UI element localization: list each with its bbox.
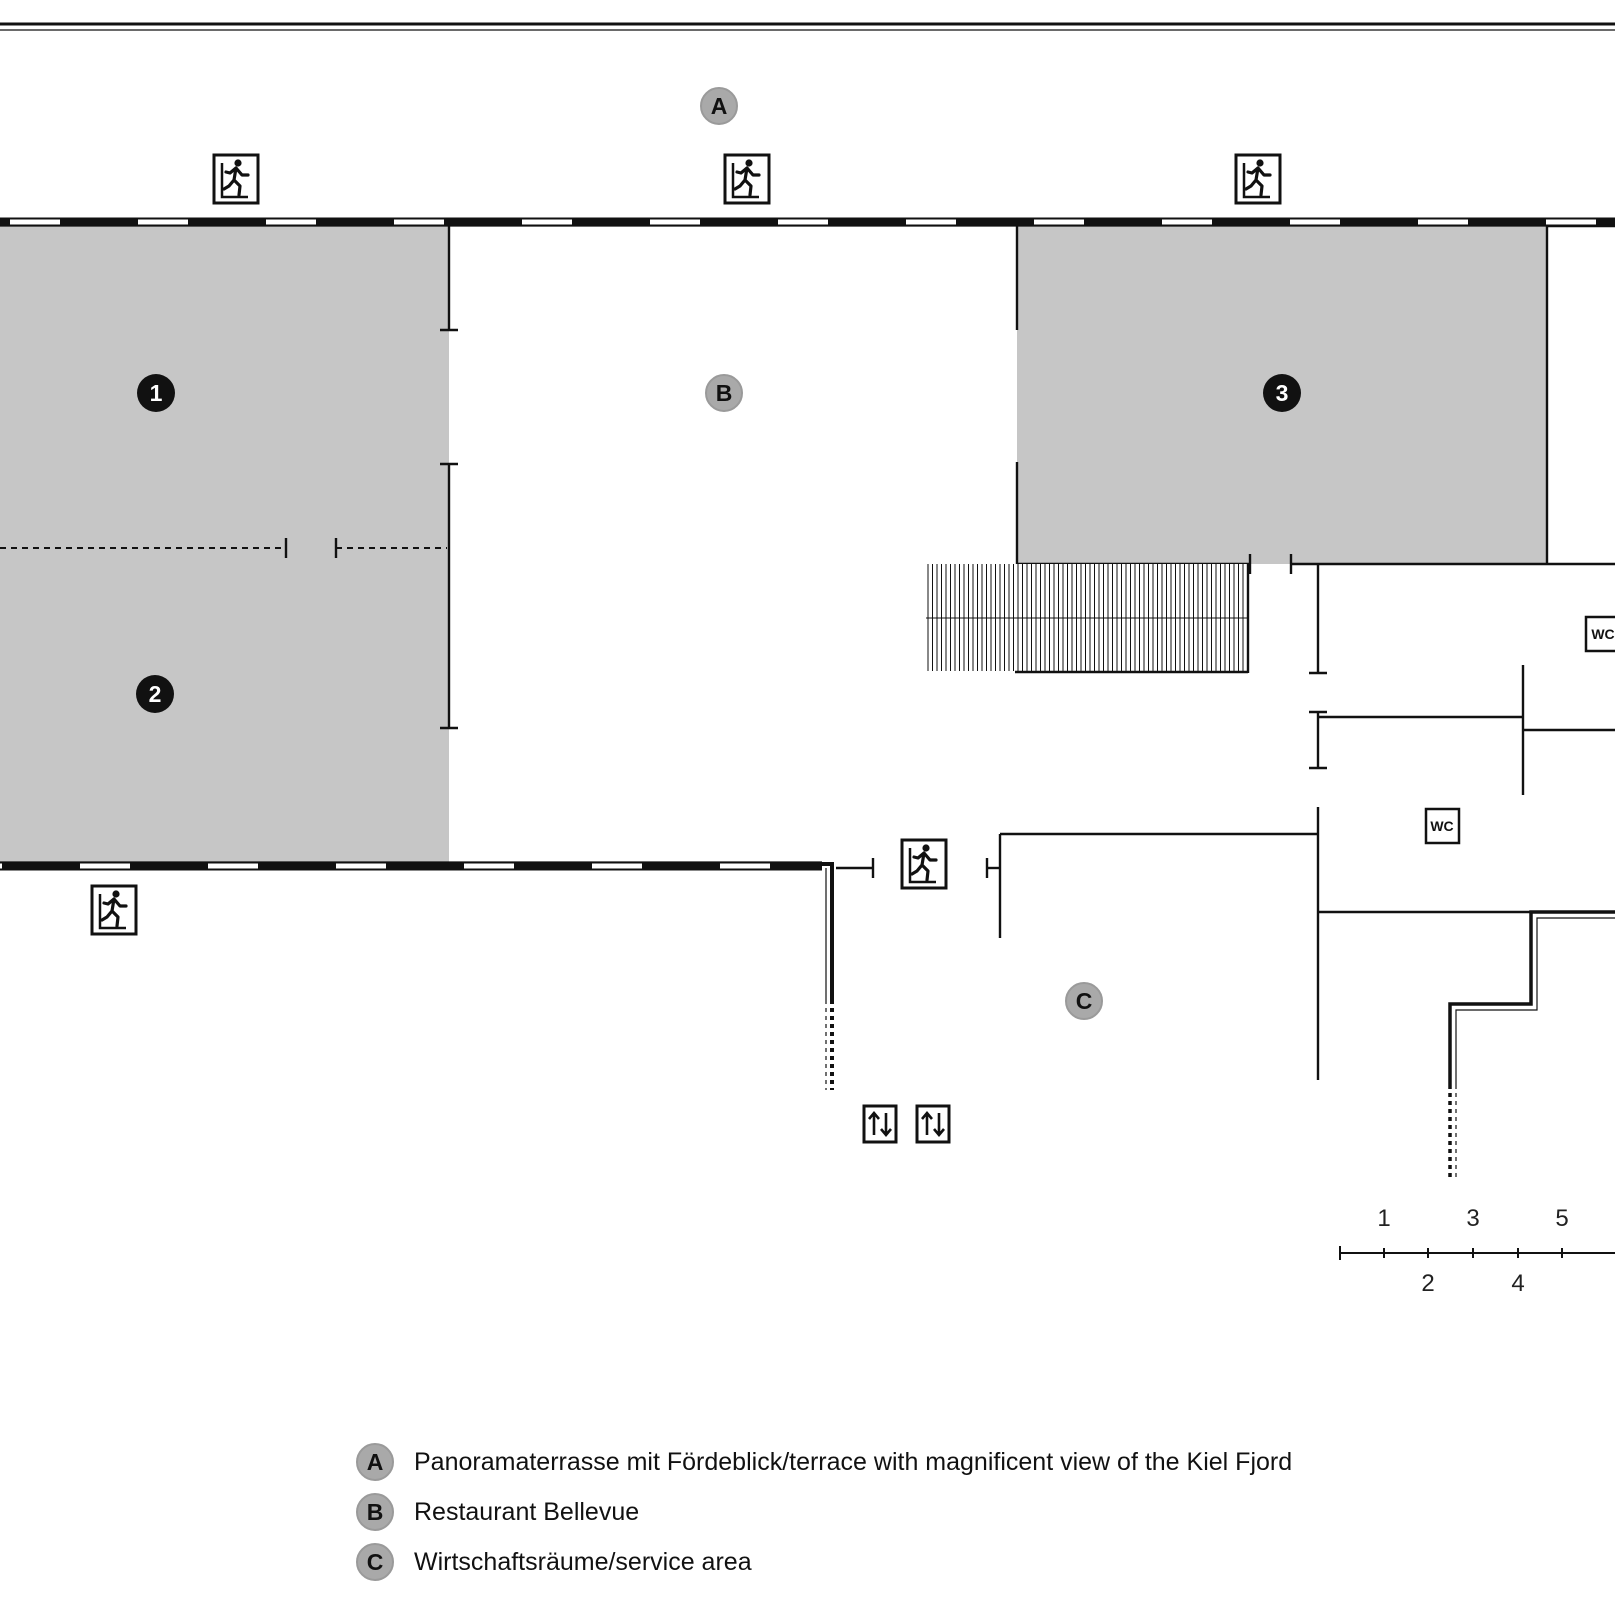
staircase <box>926 564 1250 674</box>
scale-label: 5 <box>1555 1205 1568 1232</box>
room-1-area <box>0 224 449 549</box>
area-badge-c-label: C <box>1076 988 1093 1014</box>
legend-text-b: Restaurant Bellevue <box>414 1497 640 1526</box>
scale-label: 2 <box>1421 1270 1434 1297</box>
scale-label: 3 <box>1466 1205 1479 1232</box>
legend-item-c: C Wirtschaftsräume/service area <box>356 1537 1292 1587</box>
scale-bar: 1 3 5 2 4 <box>1339 1205 1615 1297</box>
legend: A Panoramaterrasse mit Fördeblick/terrac… <box>356 1437 1292 1587</box>
double-walls <box>820 862 1615 1178</box>
emergency-exit-icon <box>900 838 948 890</box>
top-frame <box>0 22 1615 31</box>
elevator-icon <box>862 1104 898 1144</box>
legend-text-c: Wirtschaftsräume/service area <box>414 1547 752 1576</box>
area-badge-b: B <box>705 374 743 412</box>
wc-sign-upper-label: WC <box>1591 626 1614 642</box>
scale-label: 4 <box>1511 1270 1524 1297</box>
legend-badge-b: B <box>356 1493 394 1531</box>
area-badge-a: A <box>700 87 738 125</box>
legend-item-b: B Restaurant Bellevue <box>356 1487 1292 1537</box>
elevator-icon <box>915 1104 951 1144</box>
wc-sign-lower-label: WC <box>1430 818 1453 834</box>
legend-badge-a: A <box>356 1443 394 1481</box>
area-badge-a-label: A <box>711 93 728 119</box>
emergency-exit-icon <box>723 153 771 205</box>
emergency-exit-icon <box>212 153 260 205</box>
room-badge-3-label: 3 <box>1276 380 1289 406</box>
room-badge-3: 3 <box>1263 374 1301 412</box>
bottom-facade <box>0 861 822 871</box>
wc-sign-upper: WC <box>1584 615 1615 653</box>
legend-item-a: A Panoramaterrasse mit Fördeblick/terrac… <box>356 1437 1292 1487</box>
room-badge-2: 2 <box>136 675 174 713</box>
room-2-area <box>0 549 449 862</box>
top-facade <box>0 217 1615 227</box>
room-badge-2-label: 2 <box>149 681 162 707</box>
room-badge-1-label: 1 <box>150 380 163 406</box>
emergency-exit-icon <box>90 884 138 936</box>
area-badge-b-label: B <box>716 380 733 406</box>
legend-badge-c: C <box>356 1543 394 1581</box>
scale-label: 1 <box>1377 1205 1390 1232</box>
room-badge-1: 1 <box>137 374 175 412</box>
emergency-exit-icon <box>1234 153 1282 205</box>
legend-text-a: Panoramaterrasse mit Fördeblick/terrace … <box>414 1447 1293 1476</box>
area-badge-c: C <box>1065 982 1103 1020</box>
wc-sign-lower: WC <box>1424 807 1461 845</box>
